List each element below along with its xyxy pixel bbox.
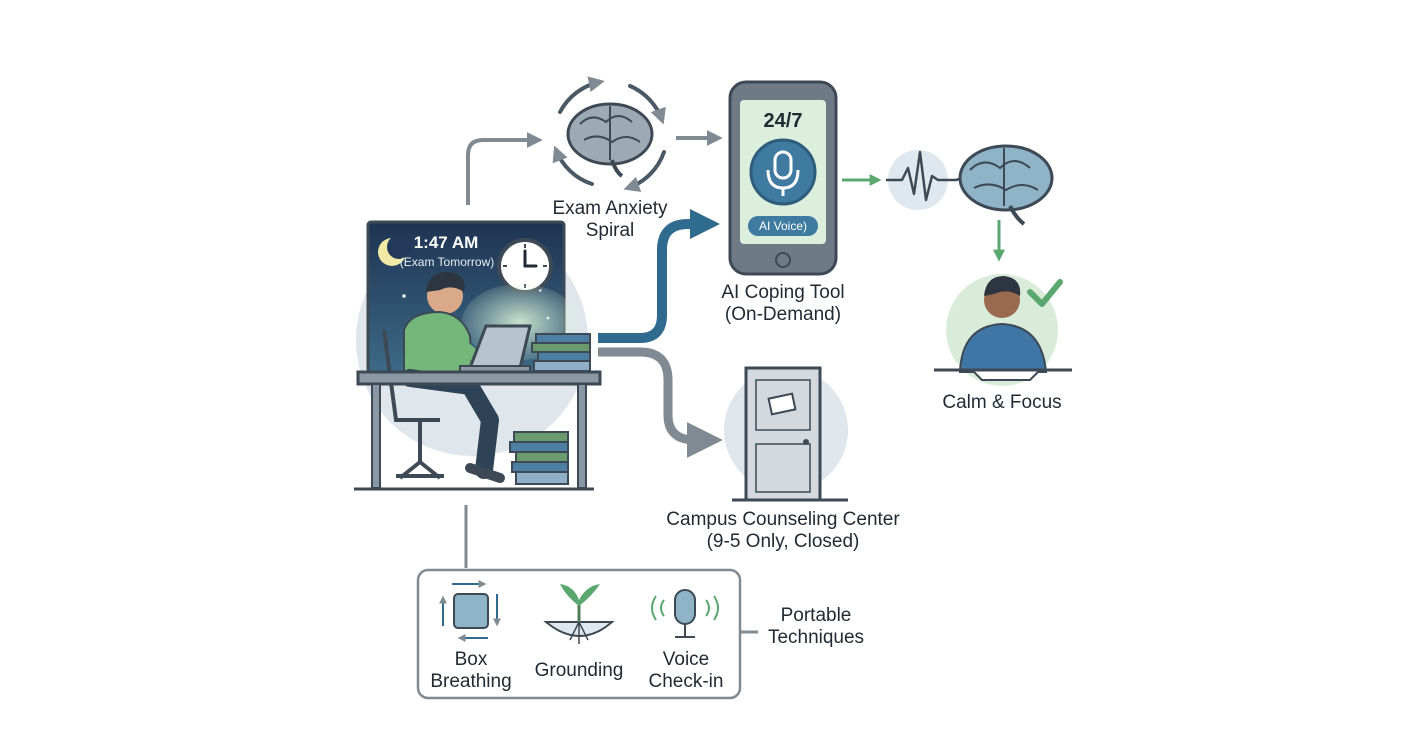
cycle-arrows-icon bbox=[552, 76, 666, 192]
anxiety-label-line2: Spiral bbox=[585, 220, 635, 241]
anxiety-label-line1: Exam Anxiety bbox=[552, 198, 668, 219]
technique-grounding: Grounding bbox=[528, 660, 630, 682]
counseling-door bbox=[724, 366, 848, 502]
techniques-title-line2: Techniques bbox=[767, 627, 865, 648]
chair bbox=[382, 329, 444, 480]
home-button bbox=[775, 252, 791, 268]
calm-student bbox=[934, 274, 1072, 386]
ai-tool-label: AI Coping Tool (On-Demand) bbox=[690, 282, 876, 326]
brain-icon-calm bbox=[958, 144, 1054, 226]
techniques-panel bbox=[416, 568, 742, 700]
moon-icon bbox=[378, 235, 411, 266]
sprout-icon bbox=[543, 584, 615, 644]
books-stack-floor bbox=[509, 431, 569, 485]
ai-tool-label-line1: AI Coping Tool bbox=[721, 282, 845, 303]
desk bbox=[356, 370, 602, 489]
brain-icon bbox=[566, 102, 654, 178]
door-knob bbox=[803, 439, 809, 445]
flow-arrows bbox=[464, 130, 1005, 634]
checkmark-icon bbox=[1027, 279, 1063, 307]
clock-icon bbox=[497, 238, 553, 294]
ai-voice-pill bbox=[748, 216, 818, 236]
books-stack-desk bbox=[531, 333, 591, 372]
counseling-label-line1: Campus Counseling Center bbox=[666, 509, 900, 530]
laptop-icon bbox=[459, 324, 532, 373]
arrow-student-to-ai-tool bbox=[598, 209, 720, 343]
technique-box-breathing: Box Breathing bbox=[424, 649, 518, 693]
technique-label-line1: Grounding bbox=[534, 660, 624, 681]
clock-time: 1:47 AM bbox=[413, 233, 479, 252]
wave-bubble bbox=[888, 150, 948, 210]
phone-badge: 24/7 bbox=[763, 110, 803, 132]
phone-device bbox=[728, 80, 838, 276]
microphone-app-icon bbox=[749, 138, 817, 206]
arrow-student-to-anxiety bbox=[466, 132, 543, 205]
anxiety-spiral bbox=[552, 76, 666, 192]
technique-label-line1: Box bbox=[454, 649, 488, 670]
microphone-icon bbox=[651, 589, 719, 638]
arrow-student-to-counseling bbox=[598, 347, 723, 458]
exam-note: (Exam Tomorrow) bbox=[399, 255, 495, 269]
calm-focus-label: Calm & Focus bbox=[942, 392, 1062, 413]
technique-label-line2: Check-in bbox=[648, 671, 724, 692]
technique-voice-checkin: Voice Check-in bbox=[638, 649, 734, 693]
closed-sign-icon bbox=[767, 392, 797, 416]
heartbeat-wave-icon bbox=[886, 150, 971, 202]
counseling-label: Campus Counseling Center (9-5 Only, Clos… bbox=[640, 509, 926, 553]
techniques-title: Portable Techniques bbox=[756, 605, 876, 649]
techniques-title-line1: Portable bbox=[780, 605, 852, 626]
box-breathing-icon bbox=[439, 580, 501, 642]
technique-label-line1: Voice bbox=[662, 649, 710, 670]
counseling-label-line2: (9-5 Only, Closed) bbox=[706, 531, 860, 552]
technique-label-line2: Breathing bbox=[430, 671, 512, 692]
anxiety-label: Exam Anxiety Spiral bbox=[520, 198, 700, 242]
student-scene bbox=[354, 220, 602, 491]
ai-tool-label-line2: (On-Demand) bbox=[724, 304, 842, 325]
ai-voice-pill-label: AI Voice) bbox=[758, 219, 808, 233]
calm-brain bbox=[886, 144, 1054, 226]
